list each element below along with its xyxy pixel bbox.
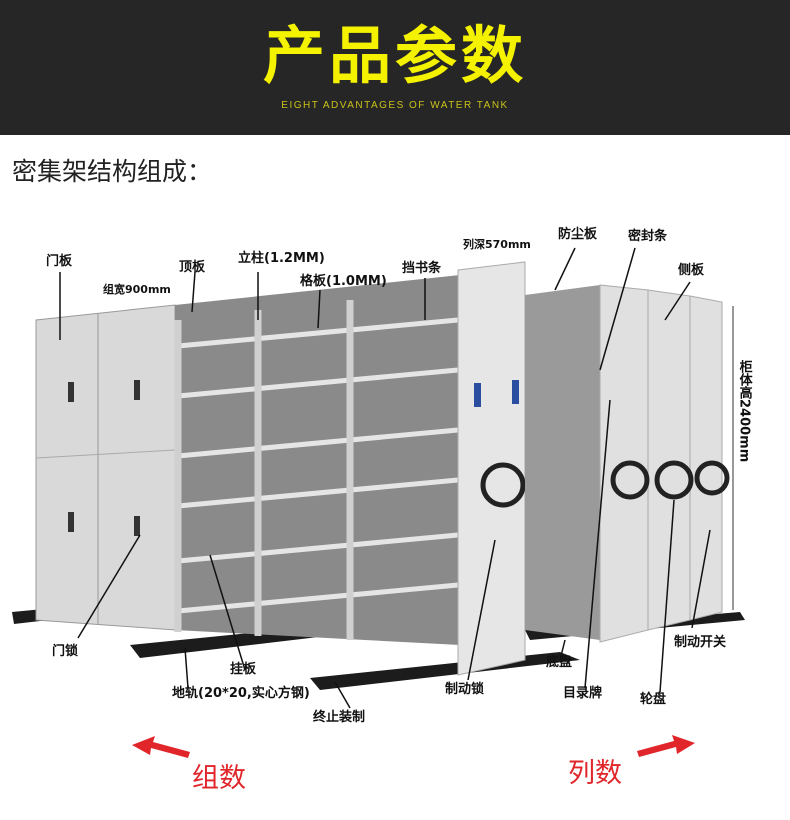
label-row-depth: 列深570mm — [463, 238, 531, 251]
columns-label: 列数 — [568, 758, 622, 789]
groups-label: 组数 — [192, 763, 246, 794]
label-dust-panel: 防尘板 — [558, 227, 598, 242]
section-title: 密集架结构组成： — [12, 157, 213, 186]
label-seal-strip: 密封条 — [628, 229, 668, 244]
label-shelf: 格板(1.0MM) — [300, 274, 387, 289]
label-chassis: 底盘 — [546, 655, 573, 670]
label-door-lock: 门锁 — [52, 644, 79, 659]
door-cabinet — [35, 304, 176, 631]
label-brake-switch: 制动开关 — [674, 635, 727, 650]
shelf-board — [177, 582, 459, 614]
handwheel-icon — [480, 462, 526, 508]
label-cabinet-height: 柜体高2400mm — [736, 360, 752, 463]
label-top-panel: 顶板 — [179, 260, 206, 275]
label-column: 立柱(1.2MM) — [238, 251, 325, 266]
label-ground-rail: 地轨(20*20,实心方钢) — [172, 686, 310, 701]
label-end-stop: 终止装制 — [313, 710, 366, 725]
right-arrow-icon — [637, 735, 695, 757]
shelf-board — [177, 532, 459, 564]
label-handwheel: 轮盘 — [640, 692, 667, 707]
header-banner: 产品参数 EIGHT ADVANTAGES OF WATER TANK — [0, 0, 790, 135]
shelving-illustration — [12, 247, 745, 758]
left-arrow-icon — [132, 736, 190, 758]
label-hanging-panel: 挂板 — [230, 662, 257, 677]
label-book-stop: 挡书条 — [402, 261, 442, 276]
label-group-width: 组宽900mm — [103, 283, 171, 296]
shelf-board — [177, 367, 459, 399]
shelf-board — [177, 317, 459, 349]
banner-subtitle: EIGHT ADVANTAGES OF WATER TANK — [281, 100, 509, 111]
shelf-board — [177, 477, 459, 509]
label-door-panel: 门板 — [46, 254, 73, 269]
banner-title: 产品参数 — [262, 19, 527, 92]
shelf-board — [177, 427, 459, 459]
label-brake-lock: 制动锁 — [445, 682, 485, 697]
label-side-panel: 侧板 — [678, 263, 705, 278]
label-catalog-card: 目录牌 — [563, 686, 603, 701]
